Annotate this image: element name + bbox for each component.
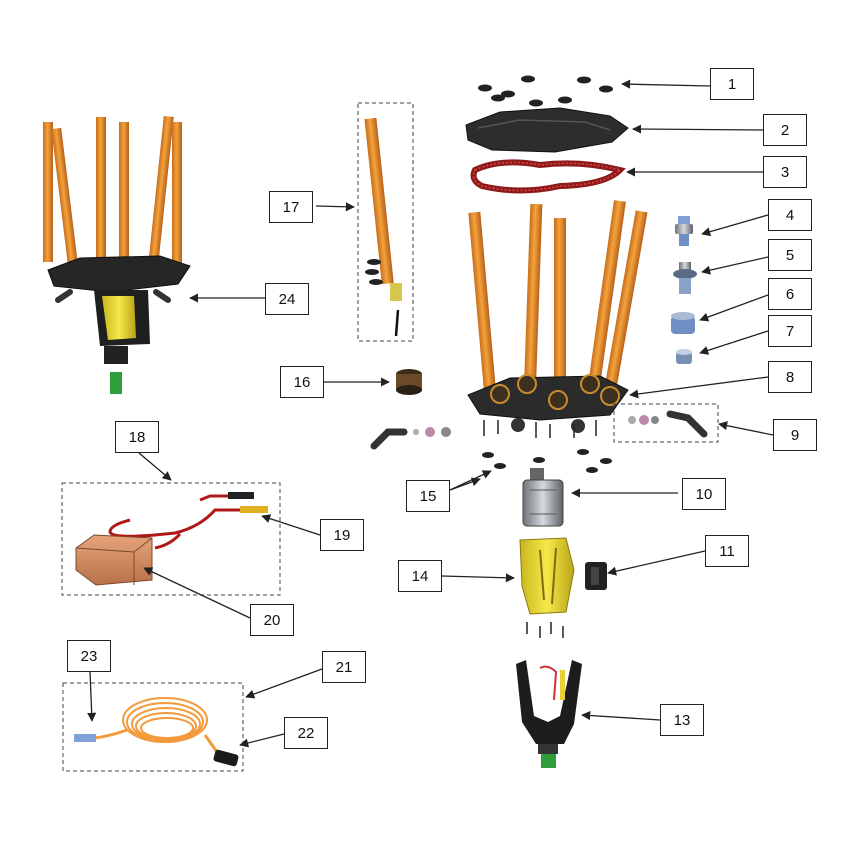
callout-6: 6 [768, 278, 812, 310]
callout-9: 9 [773, 419, 817, 451]
top-plate-part-2 [465, 107, 629, 153]
charger-box-part-20 [75, 534, 153, 586]
charger-part-18 [61, 482, 281, 596]
callout-8: 8 [768, 361, 812, 393]
callout-14: 14 [398, 560, 442, 592]
callout-15: 15 [406, 480, 450, 512]
callout-3: 3 [763, 156, 807, 188]
callout-24: 24 [265, 283, 309, 315]
plug-part-23 [74, 734, 96, 742]
callout-18: 18 [115, 421, 159, 453]
callout-4: 4 [768, 199, 812, 231]
handle-part-9 [613, 403, 719, 443]
base-assembly-part-8 [467, 200, 648, 433]
screws-part-15 [482, 420, 612, 473]
callout-1: 1 [710, 68, 754, 100]
callout-17: 17 [269, 191, 313, 223]
callout-13: 13 [660, 704, 704, 736]
callout-2: 2 [763, 114, 807, 146]
handle-left [370, 427, 451, 450]
fitting-part-7 [676, 349, 692, 364]
fitting-part-6 [671, 312, 695, 334]
gear-part-16 [396, 369, 422, 395]
leader-lines [87, 79, 774, 748]
fitting-part-5 [673, 262, 697, 294]
assembled-unit-part-24 [43, 115, 191, 394]
plug-part-22 [203, 734, 239, 767]
switch-part-11 [585, 562, 607, 590]
fork-part-13 [516, 660, 582, 768]
callout-7: 7 [768, 315, 812, 347]
cable-part-21 [62, 682, 244, 772]
fitting-part-4 [675, 216, 693, 246]
callout-21: 21 [322, 651, 366, 683]
callout-23: 23 [67, 640, 111, 672]
motor-part-10 [522, 468, 564, 527]
callout-20: 20 [250, 604, 294, 636]
housing-part-14 [519, 537, 575, 638]
callout-19: 19 [320, 519, 364, 551]
callout-16: 16 [280, 366, 324, 398]
callout-5: 5 [768, 239, 812, 271]
rod-part-17 [357, 102, 414, 342]
callout-22: 22 [284, 717, 328, 749]
callout-11: 11 [705, 535, 749, 567]
belt-part-3 [470, 159, 626, 194]
callout-10: 10 [682, 478, 726, 510]
rubber-feet-part-1 [478, 75, 613, 107]
